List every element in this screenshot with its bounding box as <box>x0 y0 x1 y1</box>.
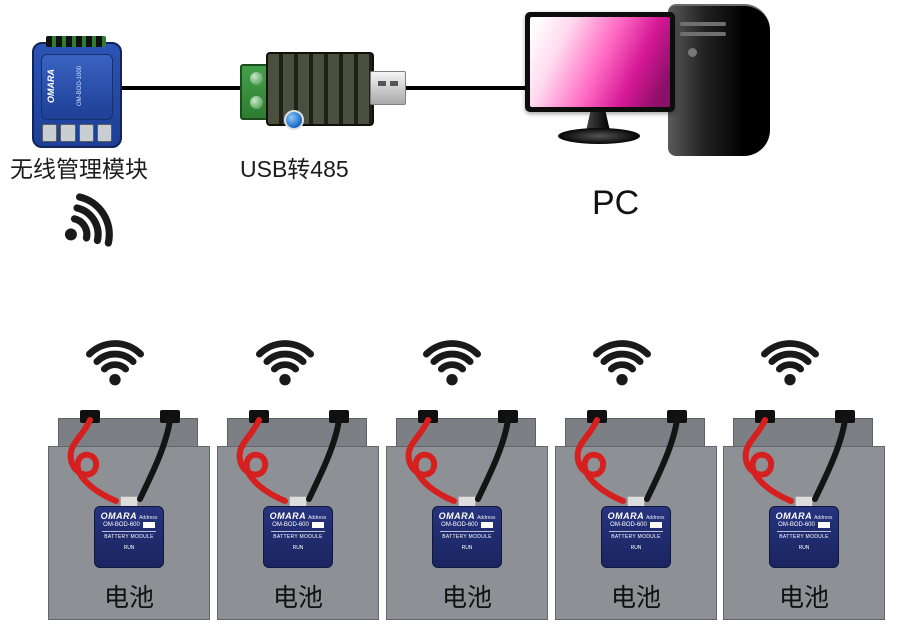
wireless-module-model: OM-BOD-1000 <box>77 65 84 107</box>
port-icon <box>60 124 76 142</box>
wifi-icon <box>85 340 145 386</box>
module-status: RUN <box>123 545 135 551</box>
battery-label: 电池 <box>610 584 661 612</box>
wifi-icon <box>760 340 820 386</box>
module-address-label: Address <box>646 515 665 521</box>
pc-tower <box>668 4 770 156</box>
port-icon <box>42 124 58 142</box>
pc-group: PC <box>520 2 790 232</box>
battery-terminal-negative <box>329 410 349 423</box>
battery-label: 电池 <box>103 584 154 612</box>
pc-label: PC <box>592 184 640 222</box>
module-type: BATTERY MODULE <box>273 534 323 540</box>
wifi-icon <box>255 340 315 386</box>
blue-badge-icon <box>284 110 304 130</box>
module-divider <box>101 531 157 532</box>
wireless-module-face: OMARA OM-BOD-1000 <box>41 54 113 120</box>
port-icon <box>78 124 94 142</box>
pc-monitor <box>525 12 675 112</box>
module-brand: OMARA <box>438 511 476 521</box>
terminal-pins <box>46 36 106 47</box>
module-status: RUN <box>461 545 473 551</box>
module-type: BATTERY MODULE <box>442 534 492 540</box>
module-address-label: Address <box>139 515 158 521</box>
module-divider <box>608 531 664 532</box>
module-address-box <box>817 522 830 528</box>
wifi-icon <box>592 340 652 386</box>
module-status: RUN <box>292 545 304 551</box>
module-address-label: Address <box>814 515 833 521</box>
battery-label: 电池 <box>272 584 323 612</box>
module-brand: OMARA <box>607 511 645 521</box>
module-model: OM-BOD-600 <box>272 522 309 528</box>
battery-terminal-negative <box>835 410 855 423</box>
module-address-box <box>480 522 493 528</box>
module-brand: OMARA <box>269 511 307 521</box>
battery-wires <box>574 417 680 504</box>
port-icon <box>96 124 112 142</box>
drive-bay <box>680 32 726 36</box>
battery-terminal-positive <box>249 410 269 423</box>
usb485-converter <box>240 52 406 132</box>
module-model: OM-BOD-600 <box>441 522 478 528</box>
module-type: BATTERY MODULE <box>779 534 829 540</box>
drive-bay <box>680 22 726 26</box>
battery-terminal-positive <box>755 410 775 423</box>
usb-plug <box>370 71 406 105</box>
module-divider <box>270 531 326 532</box>
battery-wires <box>67 417 173 504</box>
battery-wires <box>236 417 342 504</box>
module-divider <box>439 531 495 532</box>
module-address-label: Address <box>477 515 496 521</box>
battery-terminal-negative <box>498 410 518 423</box>
wireless-module-label: 无线管理模块 <box>10 156 148 182</box>
power-button-icon <box>688 48 697 57</box>
wireless-module-device: OMARA OM-BOD-1000 <box>32 36 122 148</box>
module-divider <box>776 531 832 532</box>
battery-label: 电池 <box>441 584 492 612</box>
battery-wires <box>405 417 511 504</box>
module-address-label: Address <box>308 515 327 521</box>
converter-body <box>266 52 374 126</box>
module-type: BATTERY MODULE <box>104 534 154 540</box>
battery-terminal-negative <box>667 410 687 423</box>
module-address-box <box>142 522 155 528</box>
module-model: OM-BOD-600 <box>610 522 647 528</box>
wifi-icon <box>422 340 482 386</box>
module-address-box <box>311 522 324 528</box>
module-brand: OMARA <box>100 511 138 521</box>
ethernet-ports <box>42 124 112 142</box>
battery-terminal-positive <box>418 410 438 423</box>
usb-converter-label: USB转485 <box>240 156 349 182</box>
wireless-module-brand: OMARA <box>46 69 56 103</box>
battery-label: 电池 <box>778 584 829 612</box>
module-type: BATTERY MODULE <box>611 534 661 540</box>
battery-wires <box>742 417 848 504</box>
battery-terminal-negative <box>160 410 180 423</box>
monitor-stand <box>586 112 610 131</box>
module-address-box <box>649 522 662 528</box>
module-brand: OMARA <box>775 511 813 521</box>
battery-top <box>227 418 367 448</box>
pc-screen <box>530 17 670 107</box>
battery-terminal-positive <box>587 410 607 423</box>
module-status: RUN <box>798 545 810 551</box>
module-model: OM-BOD-600 <box>778 522 815 528</box>
wifi-icon <box>64 193 113 247</box>
battery-terminal-positive <box>80 410 100 423</box>
module-status: RUN <box>630 545 642 551</box>
module-model: OM-BOD-600 <box>103 522 140 528</box>
monitor-base <box>558 128 640 144</box>
